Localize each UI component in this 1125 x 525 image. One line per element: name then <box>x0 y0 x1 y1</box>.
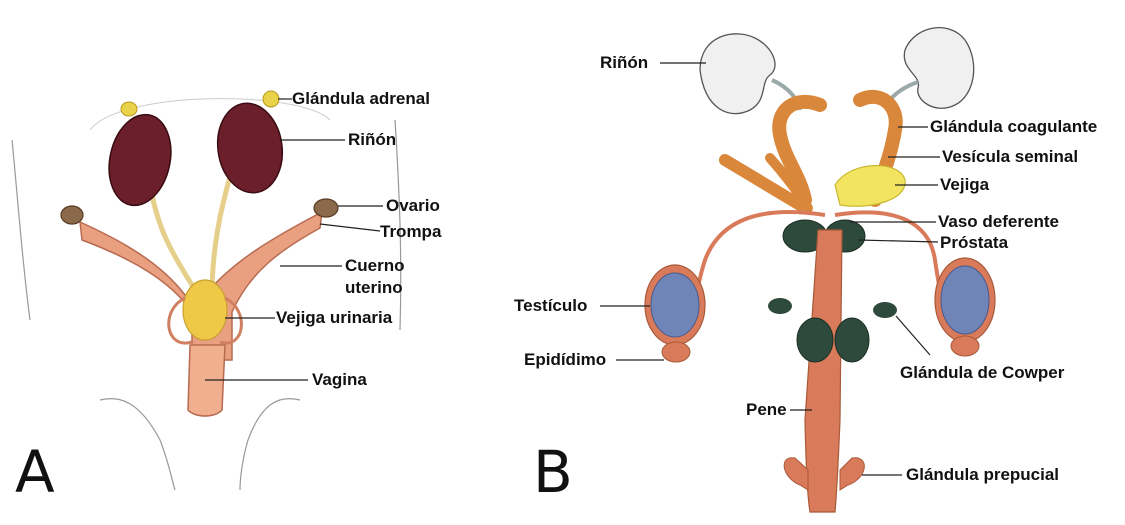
testis-left <box>651 273 699 337</box>
preputial-gland-left <box>784 458 808 490</box>
preputial-gland-right <box>840 458 864 490</box>
cowper-bulb-left <box>768 298 792 314</box>
ovary-left <box>61 206 83 224</box>
label-testis: Testículo <box>514 296 587 316</box>
leader-prostate <box>858 240 938 242</box>
ovary-right <box>314 199 338 217</box>
label-vagina: Vagina <box>312 370 367 390</box>
label-kidney-b: Riñón <box>600 53 648 73</box>
label-coagulating-gland: Glándula coagulante <box>930 117 1097 137</box>
label-penis: Pene <box>746 400 787 420</box>
leader-cowper <box>896 316 930 355</box>
label-urinary-bladder: Vejiga urinaria <box>276 308 392 328</box>
cowper-left <box>797 318 833 362</box>
label-bladder-b: Vejiga <box>940 175 989 195</box>
cowper-right <box>835 318 869 362</box>
leg-outline-right <box>240 399 300 490</box>
label-uterine-horn-line2: uterino <box>345 278 403 298</box>
label-seminal-vesicle: Vesícula seminal <box>942 147 1078 167</box>
adrenal-right <box>263 91 279 107</box>
kidney-right-b <box>904 28 973 109</box>
bladder-b <box>835 166 905 207</box>
panel-b-letter: B <box>533 442 573 502</box>
penis-shaft <box>805 230 842 512</box>
adrenal-left <box>121 102 137 116</box>
epididymis-right <box>951 336 979 356</box>
label-prostate: Próstata <box>940 233 1008 253</box>
kidney-right-a <box>212 99 288 197</box>
label-adrenal-gland: Glándula adrenal <box>292 89 430 109</box>
label-preputial-gland: Glándula prepucial <box>906 465 1059 485</box>
ureter-left <box>150 185 200 298</box>
label-vas-deferens: Vaso deferente <box>938 212 1059 232</box>
label-ovary: Ovario <box>386 196 440 216</box>
body-outline-left <box>12 140 30 320</box>
panel-b-drawing <box>600 28 995 512</box>
panel-a-drawing <box>12 91 401 490</box>
label-kidney-a: Riñón <box>348 130 396 150</box>
kidney-left-b <box>700 34 775 114</box>
panel-a-letter: A <box>15 442 55 502</box>
label-oviduct: Trompa <box>380 222 441 242</box>
label-uterine-horn-line1: Cuerno <box>345 256 405 276</box>
cowper-bulb-right <box>873 302 897 318</box>
coagulating-gland-left <box>779 102 820 200</box>
urinary-bladder <box>183 280 227 340</box>
testis-right <box>941 266 989 334</box>
kidney-left-a <box>101 109 179 211</box>
label-epididymis: Epidídimo <box>524 350 606 370</box>
leg-outline-left <box>100 399 175 490</box>
epididymis-left <box>662 342 690 362</box>
label-cowper-gland: Glándula de Cowper <box>900 363 1064 383</box>
leader-tube <box>320 224 380 231</box>
